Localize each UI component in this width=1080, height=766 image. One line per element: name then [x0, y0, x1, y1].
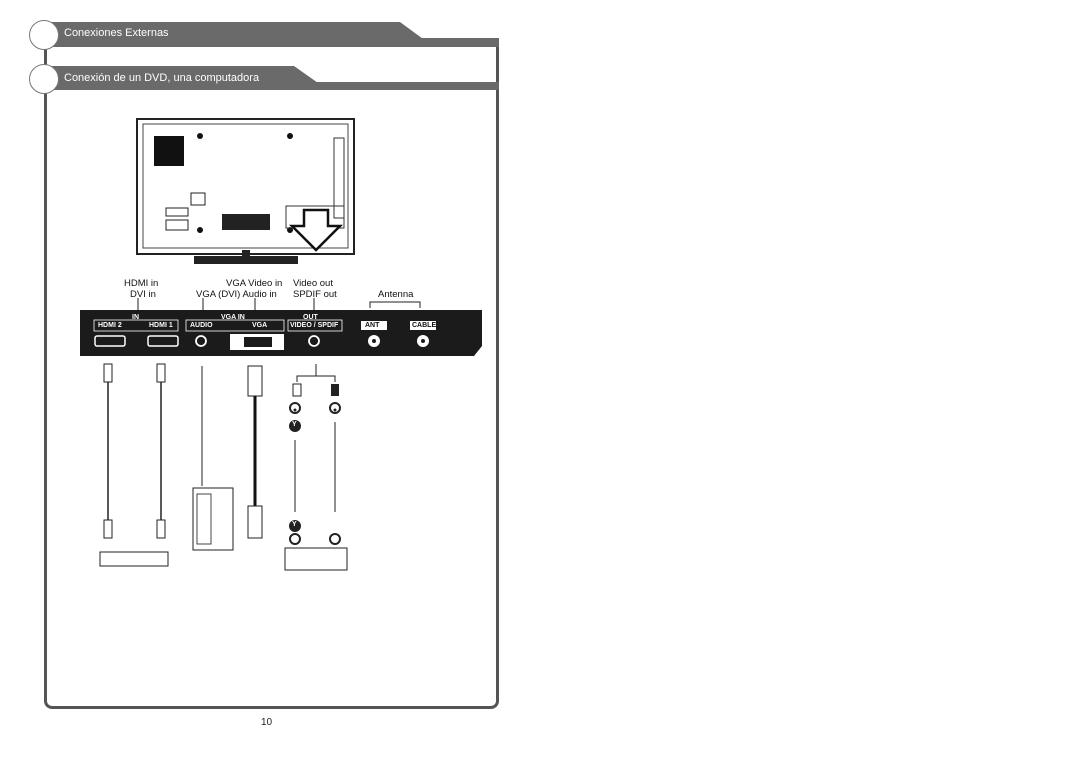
label-hdmi-in: HDMI in — [124, 278, 159, 289]
label-dvi-in: DVI in — [130, 289, 156, 300]
panel-vga: VGA — [252, 322, 268, 329]
label-video-out: Video out — [293, 278, 333, 289]
panel-audio: AUDIO — [190, 322, 213, 329]
marker-y-bottom: Y — [292, 521, 297, 528]
panel-in-group: IN — [132, 314, 139, 321]
cables-and-devices — [99, 363, 348, 571]
panel-ant: ANT — [365, 322, 380, 329]
label-vga-dvi-audio-in: VGA (DVI) Audio in — [196, 289, 277, 300]
panel-video-spdif: VIDEO / SPDIF — [290, 322, 339, 329]
page-number: 10 — [261, 717, 273, 728]
marker-y-top: Y — [292, 421, 297, 428]
section2-tab-shape — [44, 66, 328, 90]
connector-panel — [80, 310, 482, 356]
panel-hdmi2: HDMI 2 — [98, 322, 122, 329]
section2-circle — [29, 64, 59, 94]
panel-out-group: OUT — [303, 314, 318, 321]
panel-cable: CABLE — [412, 322, 437, 329]
section2-title: Conexión de un DVD, una computadora — [64, 72, 260, 84]
section1-circle — [29, 20, 59, 50]
panel-hdmi1: HDMI 1 — [149, 322, 173, 329]
label-spdif-out: SPDIF out — [293, 289, 337, 300]
label-vga-video-in: VGA Video in — [226, 278, 283, 289]
tv-back-illustration — [136, 118, 355, 264]
page-frame — [44, 38, 499, 709]
label-antenna: Antenna — [378, 289, 414, 300]
panel-vga-in-group: VGA IN — [221, 314, 245, 321]
section1-tab-shape — [44, 22, 434, 47]
section1-title: Conexiones Externas — [64, 27, 169, 39]
